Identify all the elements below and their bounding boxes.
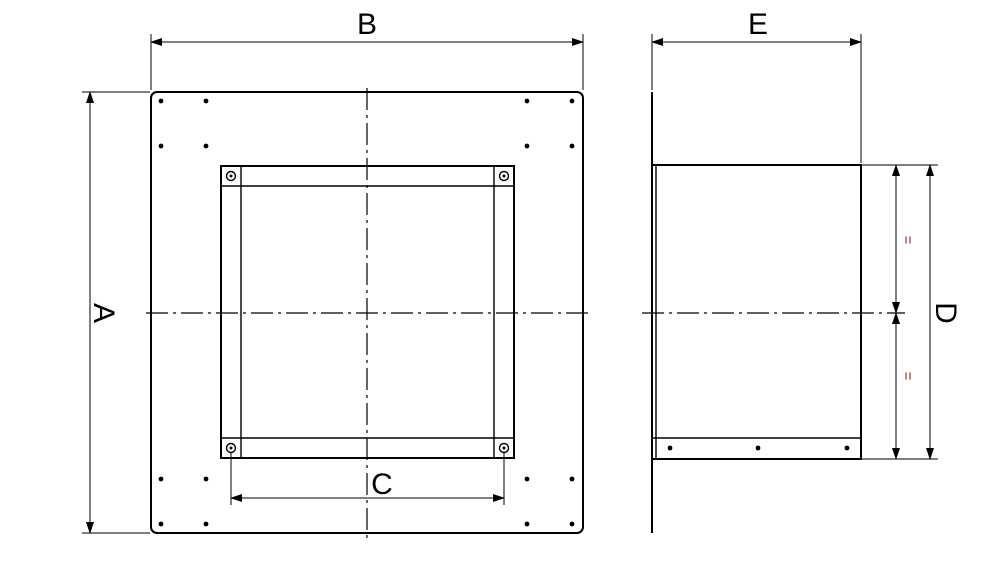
dimension-e: E bbox=[651, 8, 862, 163]
front-view: B A C bbox=[82, 8, 588, 538]
flange-holes bbox=[158, 98, 575, 527]
side-holes bbox=[667, 445, 850, 451]
dimension-c-label: C bbox=[371, 468, 393, 501]
dimension-c: C bbox=[230, 452, 505, 505]
side-view: E = = D bbox=[642, 8, 962, 533]
dimension-b-label: B bbox=[357, 8, 377, 41]
equal-mark-top: = bbox=[899, 236, 916, 245]
dimension-a: A bbox=[82, 91, 150, 534]
dimension-d: D bbox=[926, 164, 962, 460]
dimension-b: B bbox=[150, 8, 584, 90]
dimension-equal-split: = = bbox=[861, 164, 938, 460]
equal-mark-bottom: = bbox=[899, 372, 916, 381]
dimension-d-label: D bbox=[929, 302, 962, 324]
dimension-a-label: A bbox=[87, 303, 120, 323]
dimension-e-label: E bbox=[748, 8, 768, 41]
side-duct-body bbox=[651, 164, 862, 460]
